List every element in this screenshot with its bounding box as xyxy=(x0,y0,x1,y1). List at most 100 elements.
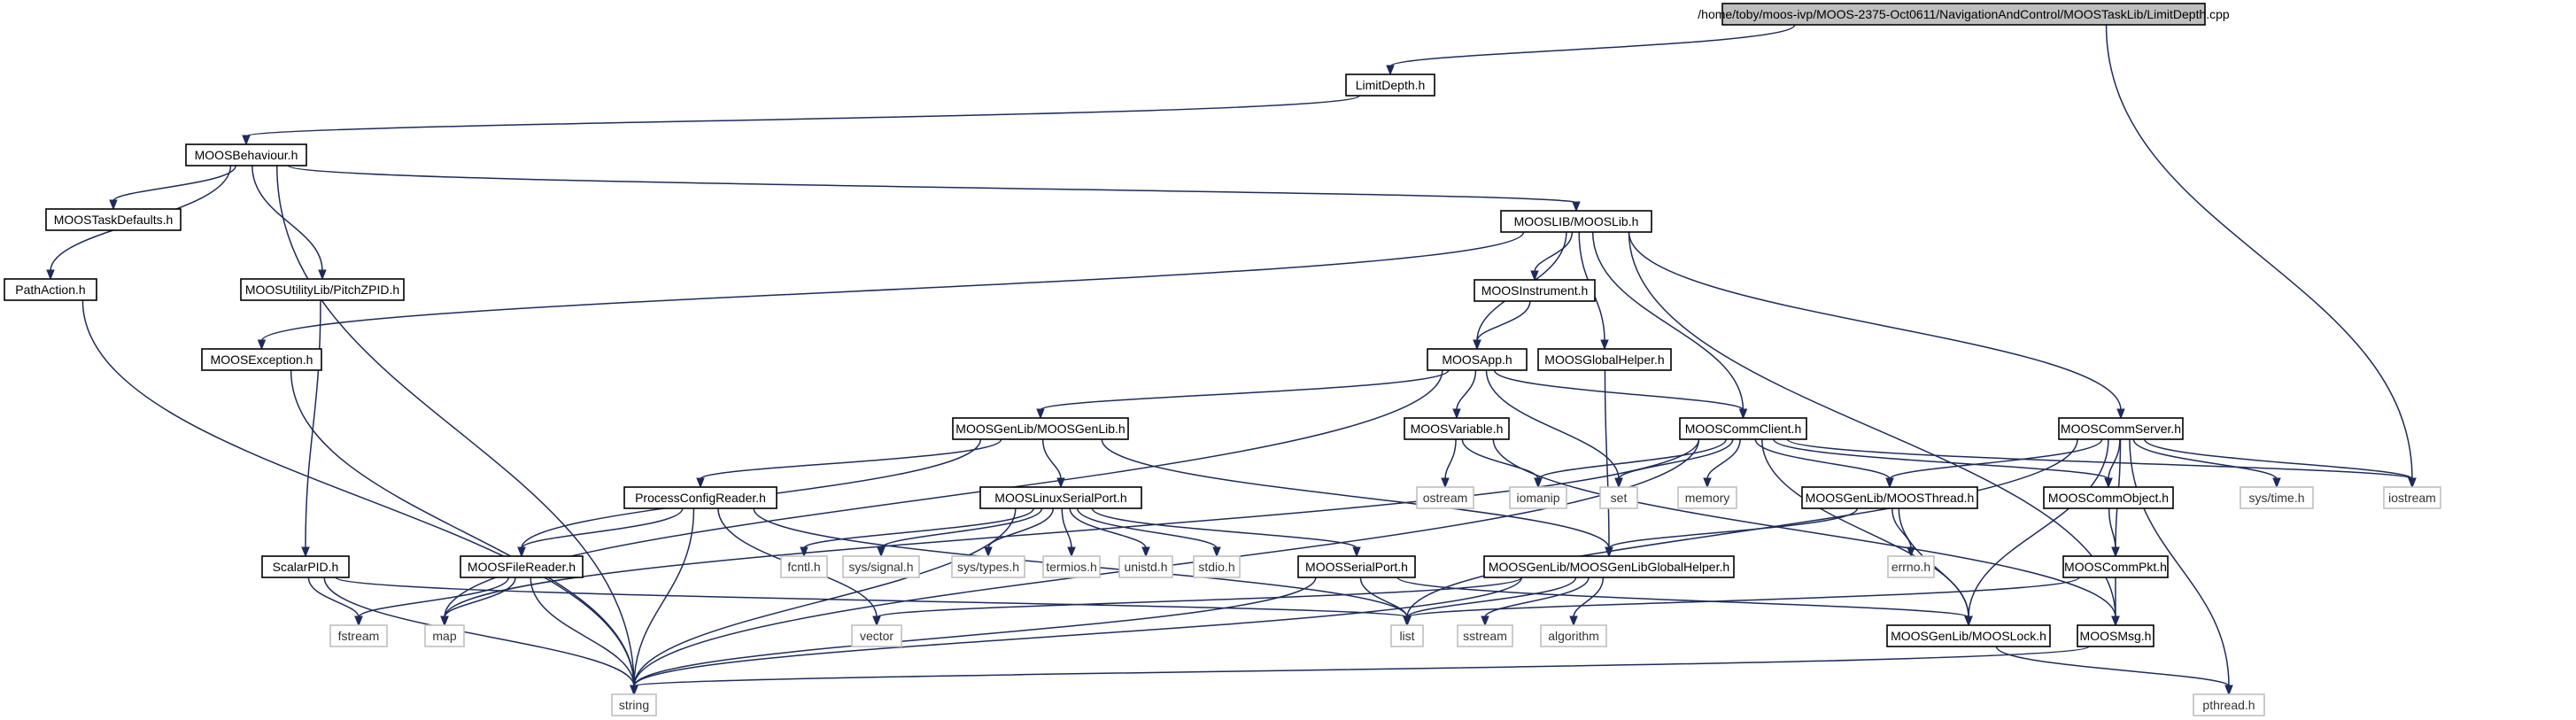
node-box xyxy=(1801,486,1978,509)
node-pathaction[interactable]: PathAction.h xyxy=(4,278,97,301)
edge-arrowhead xyxy=(46,269,55,281)
node-box xyxy=(2058,417,2184,440)
node-string: string xyxy=(611,693,657,716)
edge-commserver-to-thread xyxy=(1885,438,2103,489)
node-mooslib[interactable]: MOOSLIB/MOOSLib.h xyxy=(1500,210,1652,233)
node-variable[interactable]: MOOSVariable.h xyxy=(1404,417,1510,440)
edge-commserver-to-commobject xyxy=(2104,438,2121,489)
node-behaviour[interactable]: MOOSBehaviour.h xyxy=(185,143,307,166)
edge-arrowhead xyxy=(1452,408,1461,420)
node-instrument[interactable]: MOOSInstrument.h xyxy=(1474,279,1596,302)
edge-behaviour-to-mooslib xyxy=(287,165,1581,213)
edge-scalarpid-to-list xyxy=(335,577,1412,627)
node-genlib[interactable]: MOOSGenLib/MOOSGenLib.h xyxy=(952,417,1129,440)
edge-commpkt-to-list xyxy=(1403,577,2080,627)
node-serialport[interactable]: MOOSSerialPort.h xyxy=(1297,555,1416,578)
node-genlibglobalhelper[interactable]: MOOSGenLib/MOOSGenLibGlobalHelper.h xyxy=(1483,555,1735,578)
node-label: termios.h xyxy=(1046,560,1097,574)
node-box xyxy=(952,417,1129,440)
node-iostream: iostream xyxy=(2383,486,2441,509)
node-box xyxy=(460,555,584,578)
edge-commserver-to-lock xyxy=(1964,438,2109,627)
node-label: MOOSLIB/MOOSLib.h xyxy=(1514,214,1639,228)
edge-arrowhead xyxy=(301,546,310,558)
node-thread[interactable]: MOOSGenLib/MOOSThread.h xyxy=(1801,486,1978,509)
edge-commclient-to-iostream xyxy=(1786,438,2417,489)
edge-arrowhead xyxy=(1885,477,1894,489)
node-linuxserial[interactable]: MOOSLinuxSerialPort.h xyxy=(979,486,1142,509)
node-filereader[interactable]: MOOSFileReader.h xyxy=(460,555,584,578)
node-root[interactable]: /home/toby/moos-ivp/MOOS-2375-Oct0611/Na… xyxy=(1698,3,2230,26)
node-label: MOOSException.h xyxy=(211,352,313,367)
edge-arrowhead xyxy=(257,339,267,351)
node-iomanip: iomanip xyxy=(1509,486,1567,509)
node-pitchzpid[interactable]: MOOSUtilityLib/PitchZPID.h xyxy=(240,278,405,301)
node-processconfig[interactable]: ProcessConfigReader.h xyxy=(623,486,777,509)
edge-linuxserial-to-serialport xyxy=(1091,507,1361,558)
edge-linuxserial-to-unistd xyxy=(1069,507,1150,558)
edge-linuxserial-to-stdio xyxy=(1076,507,1221,558)
node-commserver[interactable]: MOOSCommServer.h xyxy=(2058,417,2184,440)
node-taskdefaults[interactable]: MOOSTaskDefaults.h xyxy=(45,208,182,231)
node-commpkt[interactable]: MOOSCommPkt.h xyxy=(2062,555,2169,578)
node-box xyxy=(1404,417,1510,440)
node-label: MOOSInstrument.h xyxy=(1481,283,1589,298)
node-label: ProcessConfigReader.h xyxy=(635,491,766,505)
node-label: MOOSTaskDefaults.h xyxy=(54,213,174,227)
edge-arrowhead xyxy=(1386,65,1395,76)
edge-arrowhead xyxy=(354,615,363,627)
node-label: list xyxy=(1399,629,1414,643)
edge-msg-to-string xyxy=(630,646,2090,696)
node-box xyxy=(1390,624,1424,647)
node-commclient[interactable]: MOOSCommClient.h xyxy=(1679,417,1807,440)
node-lock[interactable]: MOOSGenLib/MOOSLock.h xyxy=(1886,624,2051,647)
edge-arrowhead xyxy=(1600,339,1609,351)
edge-filereader-to-map xyxy=(440,577,516,627)
node-label: ScalarPID.h xyxy=(273,560,339,574)
node-stdio: stdio.h xyxy=(1193,555,1241,578)
node-systypes: sys/types.h xyxy=(951,555,1025,578)
node-label: fcntl.h xyxy=(787,560,820,574)
edge-mooslib-to-exception xyxy=(257,231,1525,351)
edge-scalarpid-to-fstream xyxy=(307,577,363,627)
node-commobject[interactable]: MOOSCommObject.h xyxy=(2043,486,2174,509)
node-label: MOOSVariable.h xyxy=(1411,422,1504,436)
edge-arrowhead xyxy=(630,685,638,696)
edge-arrowhead xyxy=(1403,615,1412,627)
node-label: ostream xyxy=(1423,491,1468,505)
edge-commclient-to-lock xyxy=(1760,438,1973,627)
node-box xyxy=(1474,279,1596,302)
node-box xyxy=(1537,348,1672,371)
edge-app-to-genlib xyxy=(1036,369,1450,420)
node-label: MOOSGlobalHelper.h xyxy=(1544,352,1664,367)
node-box xyxy=(611,693,657,716)
edge-thread-to-errno xyxy=(1891,507,1915,558)
node-label: MOOSGenLib/MOOSLock.h xyxy=(1891,629,2046,643)
node-label: fstream xyxy=(338,629,380,643)
edge-arrowhead xyxy=(1605,546,1613,558)
node-label: MOOSLinuxSerialPort.h xyxy=(994,491,1126,505)
node-unistd: unistd.h xyxy=(1118,555,1173,578)
edge-arrowhead xyxy=(2111,546,2120,558)
node-globalhelper[interactable]: MOOSGlobalHelper.h xyxy=(1537,348,1672,371)
node-msg[interactable]: MOOSMsg.h xyxy=(2077,624,2154,647)
node-box xyxy=(240,278,405,301)
edge-behaviour-to-string xyxy=(275,165,638,696)
node-box xyxy=(2043,486,2174,509)
node-box xyxy=(1679,417,1807,440)
edge-genlibglobalhelper-to-algorithm xyxy=(1569,577,1605,627)
node-box xyxy=(1457,624,1513,647)
node-box xyxy=(851,624,902,647)
node-limitdepth[interactable]: LimitDepth.h xyxy=(1345,74,1435,97)
node-exception[interactable]: MOOSException.h xyxy=(201,348,322,371)
node-label: set xyxy=(1611,491,1628,505)
node-box xyxy=(979,486,1142,509)
node-pthread: pthread.h xyxy=(2193,693,2265,716)
node-systime: sys/time.h xyxy=(2239,486,2314,509)
edge-linuxserial-to-syssignal xyxy=(877,507,1043,558)
node-label: sstream xyxy=(1463,629,1507,643)
edge-commclient-to-memory xyxy=(1703,438,1741,489)
node-box xyxy=(2383,486,2441,509)
node-app[interactable]: MOOSApp.h xyxy=(1427,348,1528,371)
node-scalarpid[interactable]: ScalarPID.h xyxy=(261,555,350,578)
